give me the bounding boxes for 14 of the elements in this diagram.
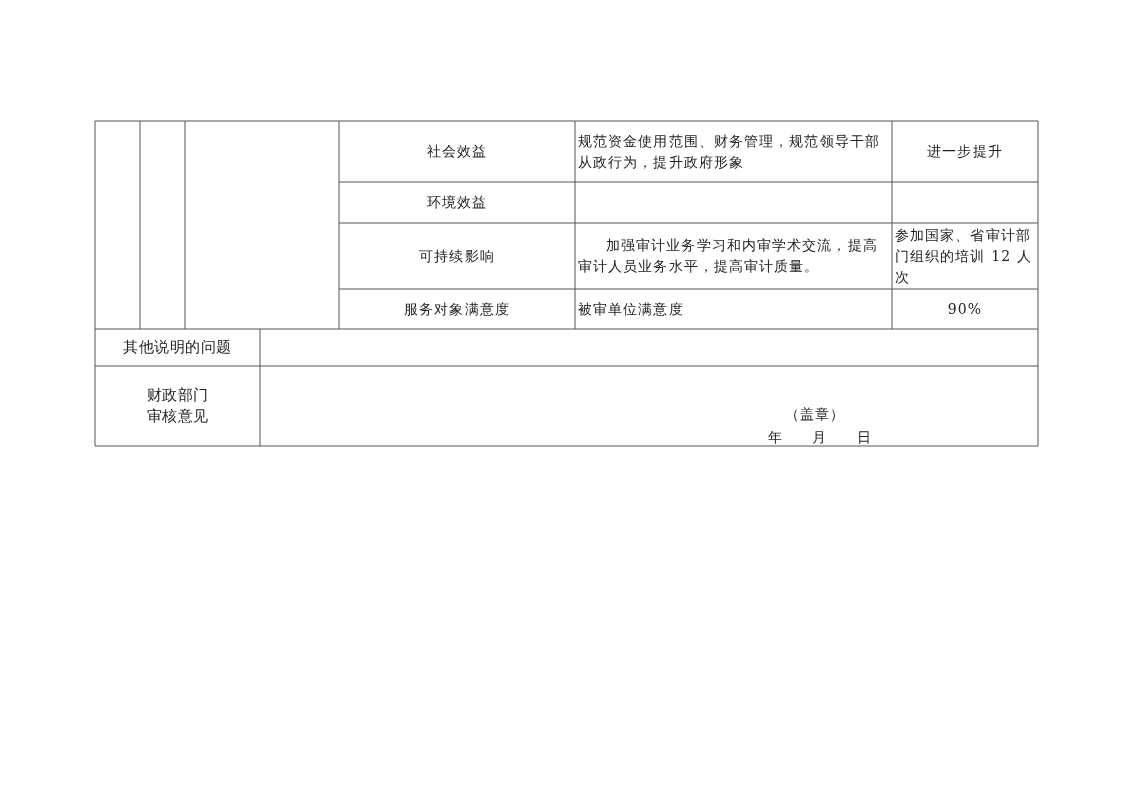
value-text: 进一步提升 [927,142,1003,161]
value-text: 90% [947,299,983,319]
stamp-text: （盖章） [784,404,846,424]
description-text: 被审单位满意度 [578,299,684,319]
value-text: 参加国家、省审计部门组织的培训 12 人次 [895,225,1033,287]
row-heading: 财政部门审核意见 [145,385,210,427]
indicator-label: 可持续影响 [419,246,495,266]
date-text: 年 月 日 [767,427,873,447]
indicator-label: 服务对象满意度 [404,299,510,319]
row-heading: 其他说明的问题 [123,337,232,358]
description-text: 加强审计业务学习和内审学术交流，提高审计人员业务水平，提高审计质量。 [578,236,879,276]
indicator-label: 环境效益 [426,193,488,212]
indicator-label: 社会效益 [426,142,488,161]
description-text: 规范资金使用范围、财务管理，规范领导干部从政行为，提升政府形象 [578,131,881,172]
